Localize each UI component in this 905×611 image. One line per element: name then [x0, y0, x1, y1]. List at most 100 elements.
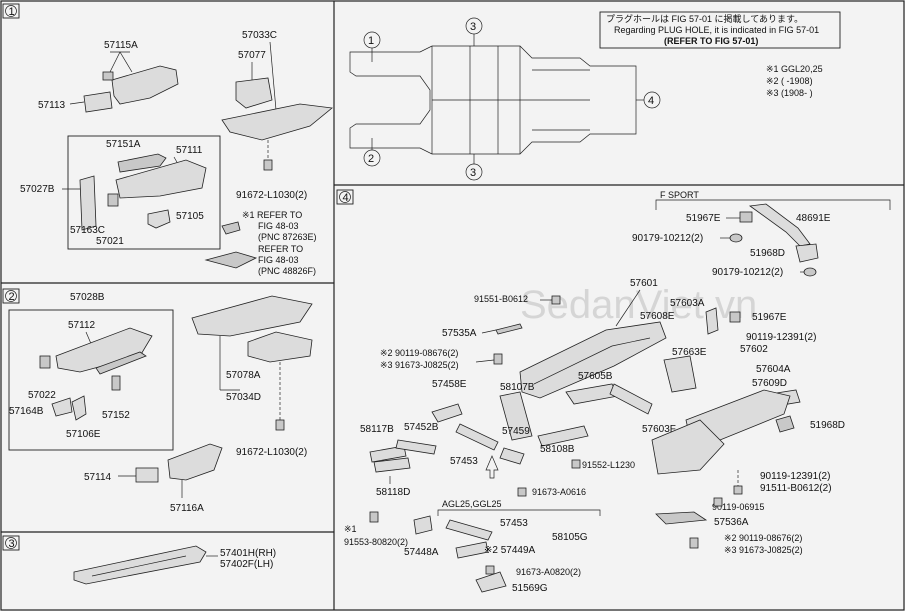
- label-bolt-91551: 91551-B0612: [474, 294, 528, 304]
- label-57022: 57022: [28, 390, 56, 401]
- section-3: 3 57401H(RH) 57402F(LH): [2, 535, 276, 585]
- leader: [475, 359, 495, 363]
- section-1-number: 1: [9, 6, 15, 18]
- label-57111: 57111: [176, 145, 203, 156]
- label-58107B: 58107B: [500, 382, 535, 393]
- agl-bracket: [437, 509, 601, 516]
- part-51968D-b: [775, 415, 795, 433]
- label-51968D-a: 51968D: [750, 248, 785, 259]
- part-57112-rib: [95, 351, 147, 375]
- label-fsport: F SPORT: [660, 190, 699, 200]
- label-57604A: 57604A: [756, 364, 791, 375]
- section-1-badge: [2, 3, 20, 19]
- part-clip-57021: [107, 193, 119, 207]
- legend-2: ※2 ( -1908): [766, 76, 813, 86]
- note-line-3: (REFER TO FIG 57-01): [664, 36, 758, 46]
- part-57452B-b: [455, 423, 499, 451]
- callout-4: 4: [648, 95, 654, 107]
- label-57608E: 57608E: [640, 311, 675, 322]
- label-57453a: 57453: [450, 456, 478, 467]
- part-57034D: [191, 295, 313, 337]
- part-57453b: [445, 519, 493, 541]
- label-bolt-90119d: 90119-06915: [712, 502, 764, 512]
- label-57113: 57113: [38, 100, 66, 111]
- legend-3: ※3 (1908- ): [766, 88, 813, 98]
- part-57115A: [111, 65, 179, 105]
- label-bolt-s1: 91672-L1030(2): [236, 190, 307, 201]
- part-58107B: [499, 391, 533, 441]
- section-3-number: 3: [9, 538, 15, 550]
- part-57106E: [71, 395, 87, 421]
- section-4: 4 F SPORT 51967E 48691E 90179-10212(2) 5…: [336, 189, 891, 594]
- label-57151A: 57151A: [106, 139, 141, 150]
- label-51967E-b: 51967E: [752, 312, 787, 323]
- part-57111: [115, 159, 207, 199]
- label-48691E: 48691E: [796, 213, 831, 224]
- bolt-icon: [713, 497, 723, 507]
- floor-detail: [533, 337, 651, 385]
- bolt-icon: [275, 419, 285, 431]
- section-4-badge: [336, 189, 354, 205]
- label-57459: 57459: [502, 426, 530, 437]
- section-2: 2 57028B 57112 57022 57164B 57106E 57152…: [2, 288, 313, 514]
- rocker-detail: [91, 555, 187, 577]
- label-57603A: 57603A: [670, 298, 705, 309]
- label-bolt-90119b: ※2 90119-08676(2): [380, 348, 458, 358]
- part-57449A: [455, 541, 489, 559]
- part-57603A: [705, 307, 719, 335]
- bolt-icon: [571, 459, 581, 469]
- callout-3a: 3: [470, 21, 476, 33]
- label-57402F: 57402F(LH): [220, 559, 273, 570]
- part-57152: [111, 375, 121, 391]
- plug-hole-note-box: [599, 11, 841, 49]
- label-bolt-91673c: ※3 91673-J0825(2): [724, 545, 803, 555]
- part-58118D: [373, 457, 411, 473]
- label-ref1a: ※1 REFER TO: [242, 210, 302, 220]
- label-51967E-a: 51967E: [686, 213, 721, 224]
- section-1: 1 57115A 57113 57033C 57077 91672-L1030(…: [2, 3, 333, 276]
- label-57027B: 57027B: [20, 184, 55, 195]
- callout-1: 1: [368, 35, 374, 47]
- watermark: SedanViet.vn: [520, 283, 757, 327]
- label-bolt-91552: 91552-L1230: [582, 460, 635, 470]
- label-ref2b: FIG 48-03: [258, 255, 299, 265]
- part-51968D-a: [795, 243, 819, 263]
- label-bolt-90179a: 90179-10212(2): [632, 233, 703, 244]
- label-bolt-91673d: 91673-A0820(2): [516, 567, 581, 577]
- section-2-number: 2: [9, 291, 15, 303]
- label-57112: 57112: [68, 320, 96, 331]
- section-3-circle: [5, 537, 17, 549]
- subassembly-box-s1: [67, 135, 221, 250]
- label-57609D: 57609D: [752, 378, 787, 389]
- label-57164B: 57164B: [9, 406, 44, 417]
- leader: [615, 289, 641, 327]
- bolt-icon: [689, 537, 699, 549]
- part-57105: [147, 209, 171, 229]
- legend-1: ※1 GGL20,25: [766, 64, 823, 74]
- label-57536A: 57536A: [714, 517, 749, 528]
- label-57601: 57601: [630, 278, 658, 289]
- section-4-number: 4: [343, 192, 349, 204]
- label-57449A: ※2 57449A: [484, 545, 536, 556]
- label-bolt-90179b: 90179-10212(2): [712, 267, 783, 278]
- label-bolt-91673a: ※3 91673-J0825(2): [380, 360, 459, 370]
- part-57603F: [651, 419, 725, 475]
- label-57114: 57114: [84, 472, 112, 483]
- label-57605B: 57605B: [578, 371, 613, 382]
- label-58117B: 58117B: [360, 424, 394, 435]
- part-57078A: [247, 331, 313, 363]
- frame-overview: 1 2 3 3 4 プラグホールは FIG 57-01 に掲載してあります。 R…: [349, 11, 841, 181]
- part-57535A: [495, 323, 523, 335]
- label-bolt-90119c: 90119-12391(2): [760, 471, 830, 482]
- label-57535A: 57535A: [442, 328, 477, 339]
- part-57033C: [221, 103, 333, 141]
- section-2-circle: [5, 290, 17, 302]
- label-57078A: 57078A: [226, 370, 261, 381]
- label-ref1c: (PNC 87263E): [258, 232, 317, 242]
- bolt-icon: [517, 487, 527, 497]
- part-57605B-b: [609, 383, 653, 415]
- label-ref2c: (PNC 48826F): [258, 266, 316, 276]
- section-4-circle: [339, 191, 351, 203]
- label-57115A: 57115A: [104, 40, 138, 51]
